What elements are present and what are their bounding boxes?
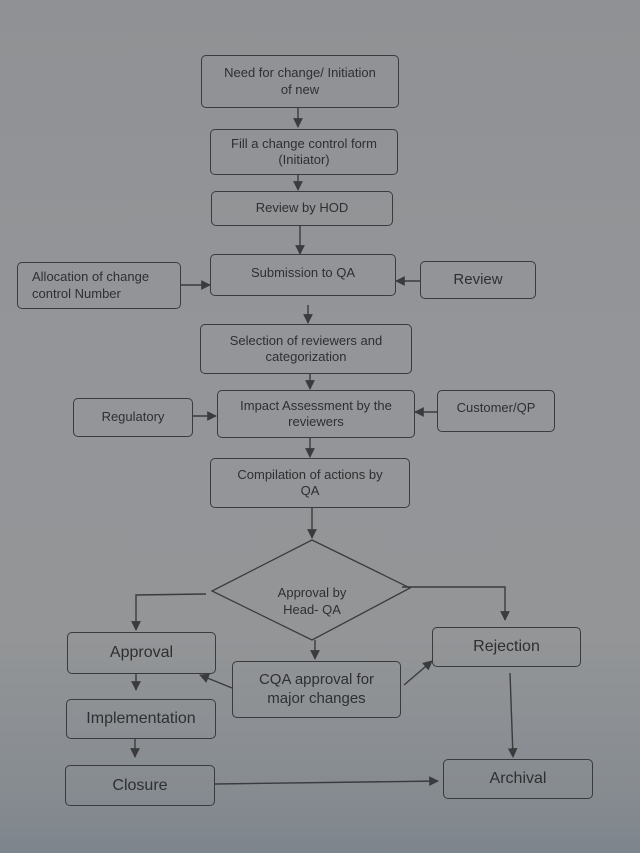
edge-cqa-to-rejection xyxy=(403,660,433,686)
node-fill-form: Fill a change control form (Initiator) xyxy=(210,129,398,175)
node-regulatory: Regulatory xyxy=(73,398,193,437)
edge-decision-to-rejection xyxy=(402,586,510,621)
node-cqa-label: CQA approval for major changes xyxy=(258,670,375,707)
node-closure: Closure xyxy=(65,765,215,806)
node-approval-head: Approval by Head- QA xyxy=(252,569,372,618)
node-initiation: Need for change/ Initiation of new xyxy=(201,55,399,108)
node-selection: Selection of reviewers and categorizatio… xyxy=(200,324,412,374)
node-fill-form-label: Fill a change control form (Initiator) xyxy=(231,135,377,167)
node-regulatory-label: Regulatory xyxy=(101,409,165,425)
node-customer-qp: Customer/QP xyxy=(437,390,555,432)
node-initiation-label: Need for change/ Initiation of new xyxy=(224,65,376,97)
node-review-label: Review xyxy=(453,270,503,288)
node-impact: Impact Assessment by the reviewers xyxy=(217,390,415,438)
node-cqa: CQA approval for major changes xyxy=(232,661,401,718)
edge-closure-to-archival xyxy=(214,776,439,787)
edge-cqa-to-approval xyxy=(199,673,233,689)
node-rejection-label: Rejection xyxy=(473,638,540,655)
node-allocation: Allocation of change control Number xyxy=(17,262,181,309)
node-archival: Archival xyxy=(443,759,593,799)
node-approval-label: Approval xyxy=(109,644,174,661)
node-review-hod-label: Review by HOD xyxy=(255,200,349,216)
node-rejection: Rejection xyxy=(432,627,581,667)
node-review-hod: Review by HOD xyxy=(211,191,393,226)
node-approval: Approval xyxy=(67,632,216,674)
node-implementation: Implementation xyxy=(66,699,216,739)
node-selection-label: Selection of reviewers and categorizatio… xyxy=(229,332,383,364)
node-allocation-label: Allocation of change control Number xyxy=(32,269,150,301)
node-impact-label: Impact Assessment by the reviewers xyxy=(240,397,392,429)
edge-decision-to-approval xyxy=(131,593,207,631)
node-submission-qa: Submission to QA xyxy=(210,254,396,296)
node-archival-label: Archival xyxy=(489,770,547,787)
node-approval-head-label: Approval by Head- QA xyxy=(277,585,347,617)
node-compilation-label: Compilation of actions by QA xyxy=(237,466,383,498)
node-compilation: Compilation of actions by QA xyxy=(210,458,410,508)
node-submission-qa-label: Submission to QA xyxy=(250,265,356,280)
node-closure-label: Closure xyxy=(112,776,168,794)
node-implementation-label: Implementation xyxy=(86,710,196,727)
node-review: Review xyxy=(420,261,536,299)
node-customer-qp-label: Customer/QP xyxy=(456,400,536,415)
decision-diamond xyxy=(210,539,412,641)
edge-rejection-to-archival xyxy=(507,672,518,758)
